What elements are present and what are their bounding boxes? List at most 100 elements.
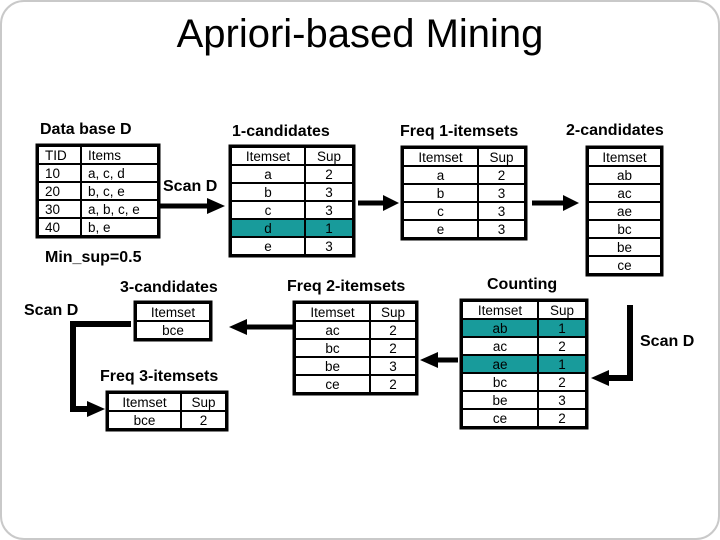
table-row: bce bbox=[135, 320, 211, 340]
table-cell: 3 bbox=[369, 356, 417, 376]
table-header-row: Itemset bbox=[587, 147, 662, 167]
table-cell: bc bbox=[587, 219, 662, 239]
table-cell: e bbox=[402, 219, 479, 239]
column-header: Itemset bbox=[230, 146, 306, 166]
table-cell: a bbox=[230, 164, 306, 184]
table-cell: a, c, d bbox=[80, 163, 159, 183]
column-header: Itemset bbox=[587, 147, 662, 167]
table-cell: c bbox=[402, 201, 479, 221]
c2-table-label: 2-candidates bbox=[566, 122, 664, 139]
f3-table-label: Freq 3-itemsets bbox=[100, 368, 219, 385]
table-cell: be bbox=[587, 237, 662, 257]
table-cell: 3 bbox=[477, 201, 526, 221]
f1-table-label: Freq 1-itemsets bbox=[400, 123, 519, 140]
column-header: Itemset bbox=[461, 300, 539, 320]
table-cell: ce bbox=[461, 408, 539, 428]
table-cell: 3 bbox=[304, 236, 354, 256]
table-cell: be bbox=[461, 390, 539, 410]
column-header: Itemset bbox=[294, 302, 371, 322]
table-cell: 30 bbox=[37, 199, 82, 219]
table-row: be bbox=[587, 237, 662, 257]
table-cell: ce bbox=[587, 255, 662, 275]
table-cell: ac bbox=[587, 183, 662, 203]
table-row: ab bbox=[587, 165, 662, 185]
table-cell: d bbox=[230, 218, 306, 238]
arrow-db-to-c1 bbox=[160, 198, 225, 214]
arrow-f1-to-c2 bbox=[532, 195, 579, 211]
table-cell: bc bbox=[294, 338, 371, 358]
table-cell: 1 bbox=[304, 218, 354, 238]
table-cell: 2 bbox=[180, 410, 227, 430]
arrow-f2-to-c3 bbox=[229, 319, 293, 335]
table-cell: 2 bbox=[537, 372, 587, 392]
table-row: ac bbox=[587, 183, 662, 203]
column-header: Sup bbox=[180, 392, 227, 412]
table-cell: 10 bbox=[37, 163, 82, 183]
table-cell: 3 bbox=[477, 219, 526, 239]
slide-title: Apriori-based Mining bbox=[176, 12, 544, 56]
scan-d-label-left: Scan D bbox=[24, 302, 79, 319]
table-cell: b bbox=[230, 182, 306, 202]
table-cell: ab bbox=[461, 318, 539, 338]
table-cell: ae bbox=[461, 354, 539, 374]
table-cell: ab bbox=[587, 165, 662, 185]
c3-table-label: 3-candidates bbox=[120, 279, 218, 296]
column-header: Itemset bbox=[107, 392, 182, 412]
table-cell: a bbox=[402, 165, 479, 185]
table-row: bc bbox=[587, 219, 662, 239]
table-header-row: Itemset bbox=[135, 302, 211, 322]
table-cell: 3 bbox=[304, 200, 354, 220]
table-cell: 1 bbox=[537, 354, 587, 374]
column-header: Sup bbox=[369, 302, 417, 322]
scan-d-label-top: Scan D bbox=[163, 178, 218, 195]
column-header: Sup bbox=[537, 300, 587, 320]
table-cell: bc bbox=[461, 372, 539, 392]
table-cell: 2 bbox=[477, 165, 526, 185]
table-cell: 2 bbox=[537, 408, 587, 428]
table-cell: be bbox=[294, 356, 371, 376]
table-row: ce bbox=[587, 255, 662, 275]
counting-table-label: Counting bbox=[487, 276, 558, 293]
table-cell: 3 bbox=[477, 183, 526, 203]
table-cell: 3 bbox=[537, 390, 587, 410]
column-header: Sup bbox=[304, 146, 354, 166]
table-cell: bce bbox=[107, 410, 182, 430]
table-cell: ac bbox=[461, 336, 539, 356]
column-header: TID bbox=[37, 145, 82, 165]
table-cell: 20 bbox=[37, 181, 82, 201]
arrow-c2-to-counting bbox=[591, 305, 633, 386]
table-cell: 40 bbox=[37, 217, 82, 237]
table-cell: ae bbox=[587, 201, 662, 221]
table-cell: ce bbox=[294, 374, 371, 394]
database-table-label: Data base D bbox=[40, 121, 132, 138]
table-cell: e bbox=[230, 236, 306, 256]
